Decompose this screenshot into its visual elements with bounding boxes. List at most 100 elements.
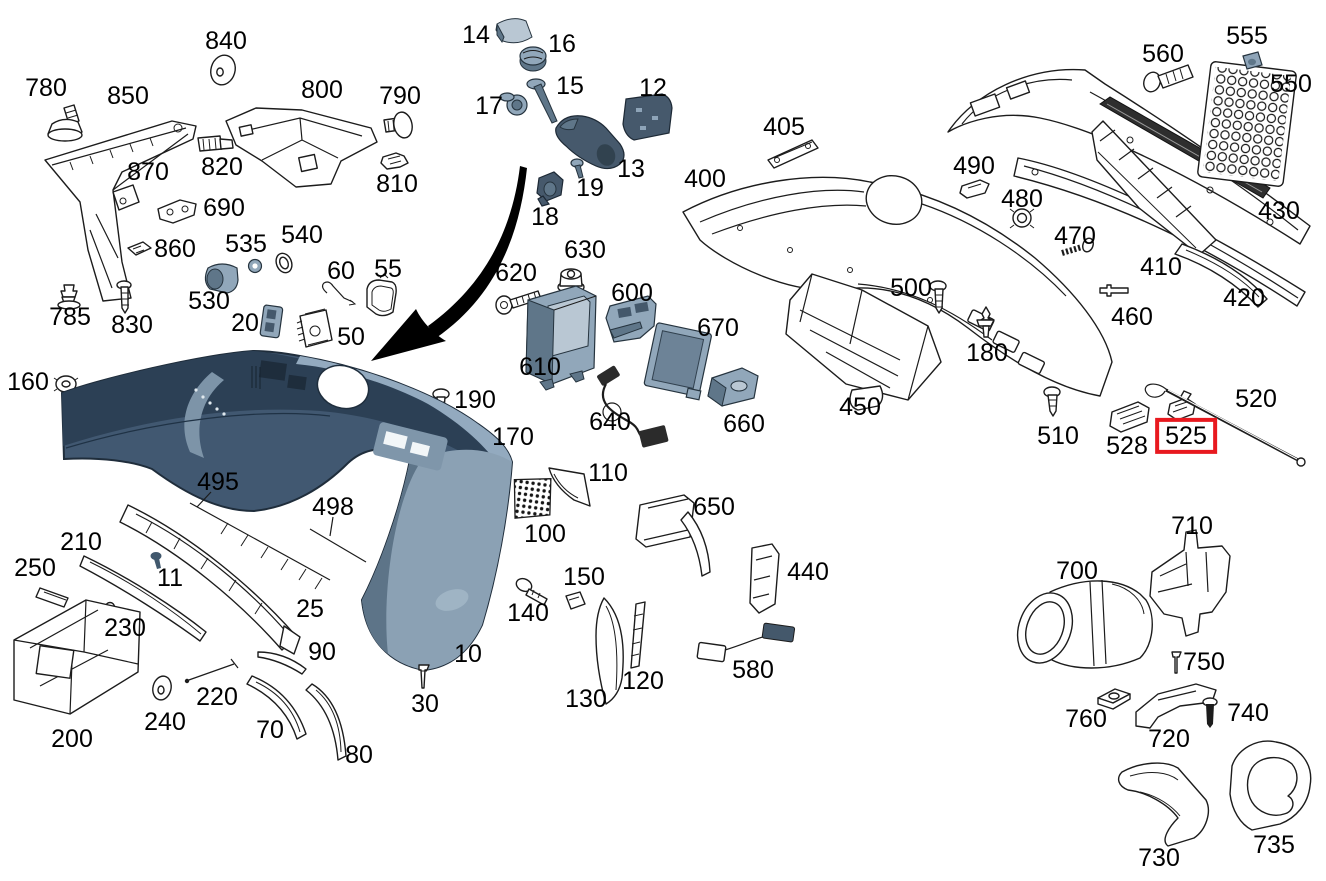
socket-17-art: [499, 92, 528, 116]
disc-840-art: [210, 54, 236, 86]
part-label-830[interactable]: 830: [111, 310, 153, 339]
part-label-250[interactable]: 250: [14, 553, 56, 582]
part-label-60[interactable]: 60: [327, 256, 355, 285]
part-label-15[interactable]: 15: [556, 71, 584, 100]
part-label-740[interactable]: 740: [1227, 698, 1269, 727]
part-label-810[interactable]: 810: [376, 169, 418, 198]
part-label-200[interactable]: 200: [51, 724, 93, 753]
part-label-820[interactable]: 820: [201, 152, 243, 181]
absorber-200-art: [13, 599, 141, 715]
part-label-670[interactable]: 670: [697, 313, 739, 342]
part-label-25[interactable]: 25: [296, 594, 324, 623]
part-label-180[interactable]: 180: [966, 338, 1008, 367]
part-label-525[interactable]: 525: [1155, 417, 1217, 455]
part-label-170[interactable]: 170: [492, 422, 534, 451]
part-label-500[interactable]: 500: [890, 273, 932, 302]
part-label-405[interactable]: 405: [763, 112, 805, 141]
part-label-650[interactable]: 650: [693, 492, 735, 521]
part-label-490[interactable]: 490: [953, 151, 995, 180]
part-label-735[interactable]: 735: [1253, 830, 1295, 859]
part-label-870[interactable]: 870: [127, 157, 169, 186]
part-label-10[interactable]: 10: [454, 639, 482, 668]
part-label-190[interactable]: 190: [454, 385, 496, 414]
part-label-550[interactable]: 550: [1270, 69, 1312, 98]
part-label-210[interactable]: 210: [60, 527, 102, 556]
part-label-240[interactable]: 240: [144, 707, 186, 736]
rod-520-art: [1144, 383, 1306, 467]
part-label-800[interactable]: 800: [301, 75, 343, 104]
part-label-480[interactable]: 480: [1001, 184, 1043, 213]
part-label-720[interactable]: 720: [1148, 724, 1190, 753]
part-label-450[interactable]: 450: [839, 392, 881, 421]
part-label-220[interactable]: 220: [196, 682, 238, 711]
part-label-410[interactable]: 410: [1140, 252, 1182, 281]
part-label-470[interactable]: 470: [1054, 221, 1096, 250]
part-label-540[interactable]: 540: [281, 220, 323, 249]
part-label-610[interactable]: 610: [519, 352, 561, 381]
part-label-130[interactable]: 130: [565, 684, 607, 713]
part-label-530[interactable]: 530: [188, 286, 230, 315]
part-label-510[interactable]: 510: [1037, 421, 1079, 450]
part-label-780[interactable]: 780: [25, 73, 67, 102]
part-label-760[interactable]: 760: [1065, 704, 1107, 733]
part-label-110[interactable]: 110: [588, 458, 628, 487]
part-label-120[interactable]: 120: [622, 666, 664, 695]
part-label-850[interactable]: 850: [107, 81, 149, 110]
part-label-55[interactable]: 55: [374, 254, 402, 283]
part-label-13[interactable]: 13: [617, 154, 645, 183]
part-label-17[interactable]: 17: [475, 91, 503, 120]
part-label-420[interactable]: 420: [1223, 283, 1265, 312]
part-label-495[interactable]: 495: [197, 467, 239, 496]
part-label-700[interactable]: 700: [1056, 556, 1098, 585]
plate-12-art: [622, 93, 673, 141]
hitch-13-art: [555, 115, 625, 170]
bracket-600-art: [605, 295, 657, 343]
nut-160-art: [53, 375, 79, 393]
part-label-660[interactable]: 660: [723, 409, 765, 438]
part-label-580[interactable]: 580: [732, 655, 774, 684]
housing-610-art: [525, 285, 597, 391]
part-label-16[interactable]: 16: [548, 29, 576, 58]
part-label-230[interactable]: 230: [104, 613, 146, 642]
part-label-19[interactable]: 19: [576, 173, 604, 202]
part-label-14[interactable]: 14: [462, 20, 490, 49]
part-label-600[interactable]: 600: [611, 278, 653, 307]
part-label-730[interactable]: 730: [1138, 843, 1180, 872]
part-label-840[interactable]: 840: [205, 26, 247, 55]
part-label-498[interactable]: 498: [312, 492, 354, 521]
part-label-750[interactable]: 750: [1183, 647, 1225, 676]
part-label-690[interactable]: 690: [203, 193, 245, 222]
part-label-100[interactable]: 100: [524, 519, 566, 548]
part-label-150[interactable]: 150: [563, 562, 605, 591]
part-label-555[interactable]: 555: [1226, 21, 1268, 50]
part-label-528[interactable]: 528: [1106, 431, 1148, 460]
part-label-560[interactable]: 560: [1142, 39, 1184, 68]
part-label-30[interactable]: 30: [411, 689, 439, 718]
part-label-50[interactable]: 50: [337, 322, 365, 351]
part-label-18[interactable]: 18: [531, 202, 559, 231]
part-label-11[interactable]: 11: [157, 563, 183, 592]
absorber-450-art: [785, 273, 942, 411]
part-label-70[interactable]: 70: [256, 715, 284, 744]
part-label-535[interactable]: 535: [225, 229, 267, 258]
part-label-640[interactable]: 640: [589, 407, 631, 436]
part-label-140[interactable]: 140: [507, 598, 549, 627]
bracket-720-art: [1135, 683, 1217, 729]
part-label-12[interactable]: 12: [639, 73, 667, 102]
part-label-520[interactable]: 520: [1235, 384, 1277, 413]
part-label-160[interactable]: 160: [7, 367, 49, 396]
part-label-440[interactable]: 440: [787, 557, 829, 586]
part-label-790[interactable]: 790: [379, 81, 421, 110]
part-label-620[interactable]: 620: [495, 258, 537, 287]
part-label-785[interactable]: 785: [49, 302, 91, 331]
part-label-430[interactable]: 430: [1258, 196, 1300, 225]
part-label-400[interactable]: 400: [684, 164, 726, 193]
harness-line-495: [189, 491, 331, 590]
part-label-80[interactable]: 80: [345, 740, 373, 769]
part-label-630[interactable]: 630: [564, 235, 606, 264]
part-label-90[interactable]: 90: [308, 637, 336, 666]
part-label-20[interactable]: 20: [231, 308, 259, 337]
part-label-710[interactable]: 710: [1171, 511, 1213, 540]
part-label-460[interactable]: 460: [1111, 302, 1153, 331]
part-label-860[interactable]: 860: [154, 234, 196, 263]
